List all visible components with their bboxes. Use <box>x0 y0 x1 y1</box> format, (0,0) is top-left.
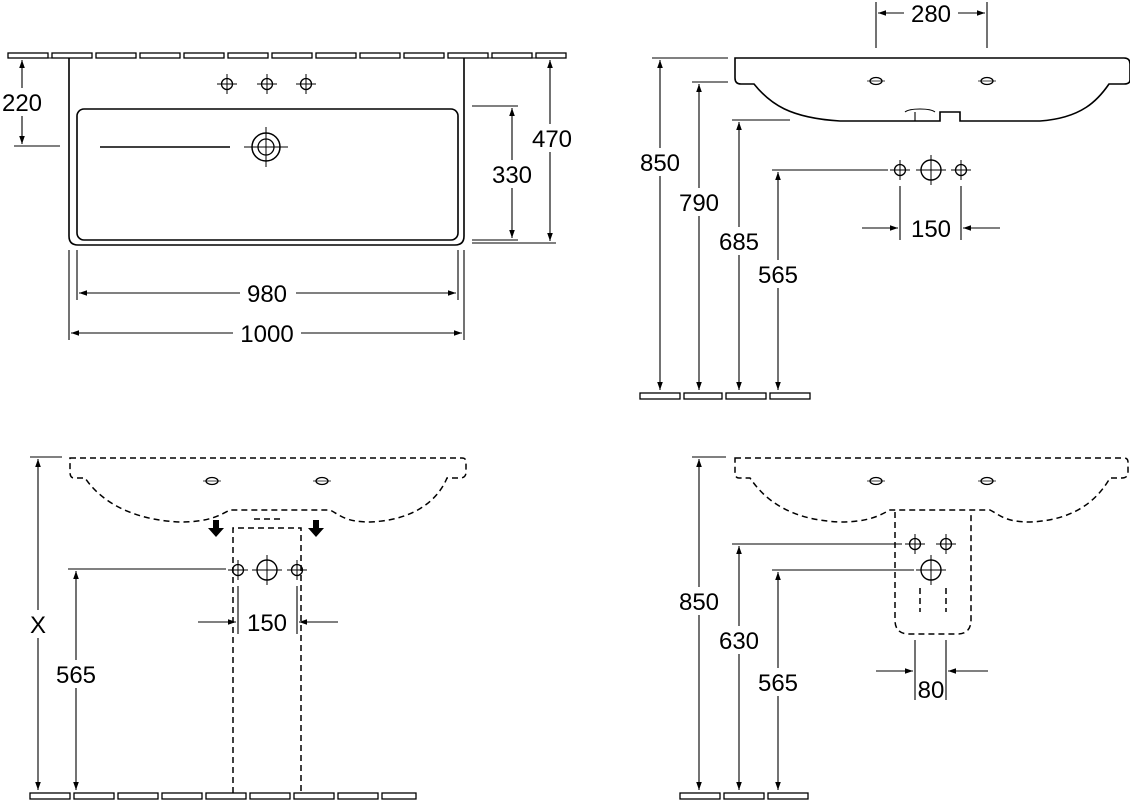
mount-hole-icon <box>312 476 332 486</box>
dim-total-depth: 470 <box>532 126 572 153</box>
drain-icon <box>244 127 288 167</box>
tap-hole-icon <box>256 73 278 95</box>
basin-dashed-outline <box>734 457 1129 523</box>
dim-supply-spacing: 150 <box>911 216 951 243</box>
front-view-wall-mounted: 280 150 850 790 685 565 <box>634 0 1130 400</box>
mount-hole-icon <box>977 76 997 86</box>
dim-bowl-depth: 330 <box>492 162 532 189</box>
dim-underside-height: 790 <box>679 190 719 217</box>
basin-dashed-outline <box>69 457 467 523</box>
dim-variable-height: X <box>30 612 46 639</box>
dim-supply-spacing: 80 <box>918 677 945 704</box>
pedestal-dashed-outline <box>232 527 302 793</box>
mount-hole-icon <box>866 76 886 86</box>
dim-rim-height: 850 <box>640 150 680 177</box>
dim-supply-height: 565 <box>758 262 798 289</box>
dim-supply-height: 565 <box>56 662 96 689</box>
supply-hole-icon <box>286 559 308 581</box>
basin-outline <box>68 58 465 246</box>
down-arrow-icon <box>308 520 324 537</box>
dim-total-width: 1000 <box>240 321 293 348</box>
tap-hole-icon <box>216 73 238 95</box>
supply-hole-icon <box>935 533 957 555</box>
floor-hatch <box>639 392 811 400</box>
trap-cover-dashed-outline <box>894 512 972 635</box>
dim-depth-to-taps: 220 <box>2 90 42 117</box>
dim-hole-spacing: 280 <box>911 1 951 28</box>
mount-hole-icon <box>866 476 886 486</box>
supply-hole-icon <box>950 159 972 181</box>
floor-hatch <box>679 792 809 800</box>
front-view-trap-cover: 80 850 630 565 <box>673 456 1129 800</box>
waste-hole-icon <box>251 554 283 586</box>
floor-hatch <box>29 792 417 800</box>
dim-supply-spacing: 150 <box>247 610 287 637</box>
supply-hole-icon <box>227 559 249 581</box>
down-arrow-icon <box>208 520 224 537</box>
top-view: 220 470 330 980 1000 <box>0 52 576 348</box>
waste-hole-icon <box>915 554 947 586</box>
mount-hole-icon <box>202 476 222 486</box>
front-view-pedestal: 150 X 565 <box>26 456 467 800</box>
supply-hole-icon <box>889 159 911 181</box>
mount-hole-icon <box>977 476 997 486</box>
supply-hole-icon <box>904 533 926 555</box>
tap-hole-icon <box>295 73 317 95</box>
basin-profile <box>734 57 1130 122</box>
dim-upper-supply-height: 630 <box>719 628 759 655</box>
dim-inner-width: 980 <box>247 281 287 308</box>
dim-lower-supply-height: 565 <box>758 670 798 697</box>
wall-hatch <box>7 52 567 59</box>
waste-hole-icon <box>915 154 947 186</box>
dim-trap-height: 685 <box>719 229 759 256</box>
dim-rim-height: 850 <box>679 589 719 616</box>
bowl-outline <box>76 108 459 241</box>
